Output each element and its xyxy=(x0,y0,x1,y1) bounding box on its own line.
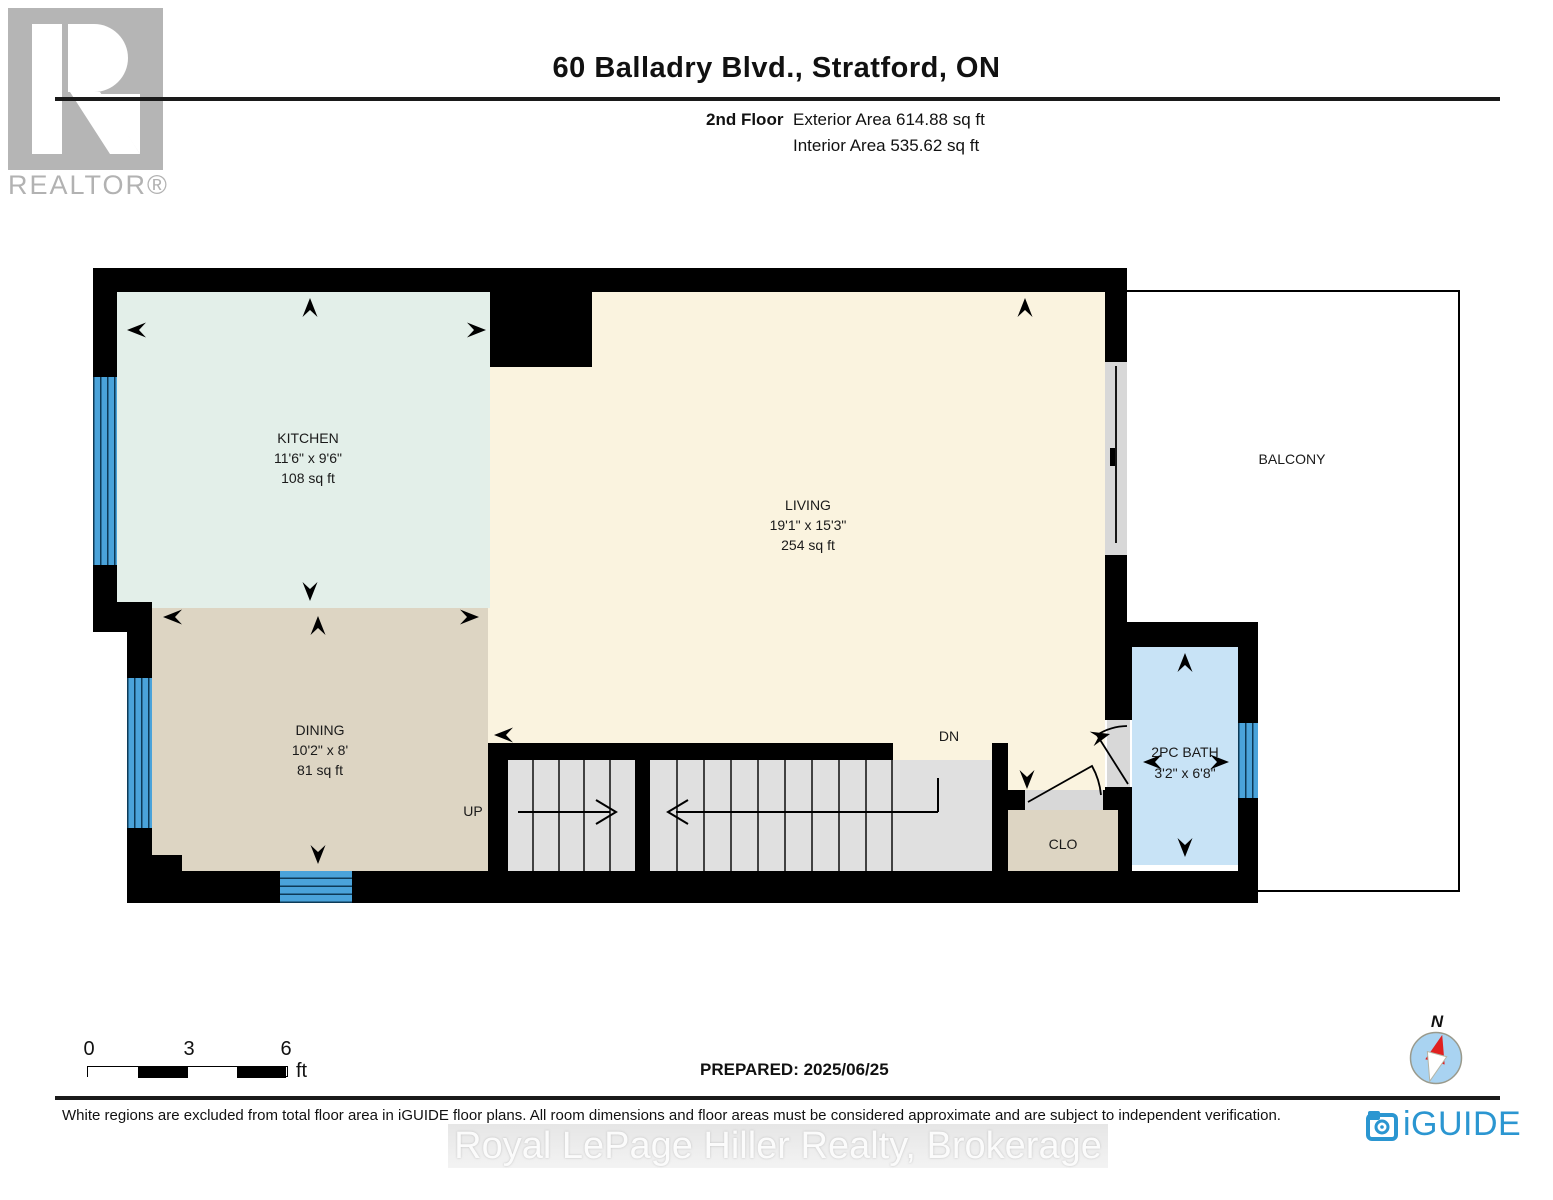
page-title: 60 Balladry Blvd., Stratford, ON xyxy=(552,52,1001,84)
closet-label: CLO xyxy=(1048,836,1078,852)
wall-kitchen-living-block xyxy=(490,268,592,367)
closet-area xyxy=(1008,797,1118,877)
stairs-down-label: DN xyxy=(938,728,960,744)
stair-run-right xyxy=(650,760,992,871)
bath-window xyxy=(1238,723,1258,798)
brokerage-watermark: Royal LePage Hiller Realty, Brokerage xyxy=(448,1124,1108,1168)
dining-dims: 10'2" x 8' xyxy=(291,742,349,758)
dining-area xyxy=(152,608,488,873)
dining-window-left xyxy=(127,678,152,828)
scale-tick-6: 6 xyxy=(280,1038,292,1060)
bath-dims: 3'2" x 6'8" xyxy=(1154,765,1216,781)
bath-door-opening xyxy=(1107,720,1130,787)
realtor-logo-text: REALTOR® xyxy=(8,170,169,200)
living-area-label: 254 sq ft xyxy=(781,537,835,553)
dining-area-label: 81 sq ft xyxy=(297,762,343,778)
interior-area-label: Interior Area 535.62 sq ft xyxy=(793,136,980,155)
wall-closet-bath xyxy=(1118,810,1132,877)
dining-label: DINING xyxy=(295,722,345,738)
wall-bath-left-lower xyxy=(1105,787,1132,810)
kitchen-dims: 11'6" x 9'6" xyxy=(274,450,342,466)
stairs-up-label: UP xyxy=(463,803,483,819)
wall-stair-left xyxy=(488,743,508,873)
exterior-area-label: Exterior Area 614.88 sq ft xyxy=(793,110,985,129)
wall-bath-right-lower xyxy=(1238,798,1258,890)
living-dims: 19'1" x 15'3" xyxy=(769,517,847,533)
compass-icon xyxy=(1409,1031,1463,1085)
footer-disclaimer: White regions are excluded from total fl… xyxy=(62,1107,1281,1124)
wall-stair-mid xyxy=(635,743,650,873)
wall-bath-left-upper xyxy=(1105,647,1132,720)
scale-unit-label: ft xyxy=(296,1060,308,1082)
kitchen-label: KITCHEN xyxy=(277,430,339,446)
compass-north-label: N xyxy=(1430,1012,1444,1031)
wall-living-right-upper xyxy=(1105,268,1127,362)
wall-dining-left-upper xyxy=(127,632,152,678)
realtor-logo-icon xyxy=(8,8,163,170)
bath-label: 2PC BATH xyxy=(1151,744,1219,760)
wall-bath-top xyxy=(1105,622,1258,647)
iguide-logo-text: iGUIDE xyxy=(1403,1105,1522,1143)
kitchen-window xyxy=(93,377,117,565)
wall-bath-right-upper xyxy=(1238,622,1258,723)
scale-tick-3: 3 xyxy=(183,1038,195,1060)
scale-bar xyxy=(87,1066,288,1078)
wall-stair-top xyxy=(488,743,893,760)
closet-door-opening xyxy=(1025,790,1103,810)
wall-left-jog xyxy=(93,602,152,632)
balcony-sliding-door xyxy=(1105,362,1127,555)
header-divider xyxy=(55,97,1500,101)
wall-stair-right xyxy=(992,743,1008,877)
wall-closet-stub-left xyxy=(1008,790,1025,810)
stair-run-left xyxy=(508,760,635,871)
living-label: LIVING xyxy=(785,497,831,513)
kitchen-area-label: 108 sq ft xyxy=(281,470,335,486)
wall-living-right-lower xyxy=(1105,555,1127,622)
wall-left-upper xyxy=(93,292,117,377)
iguide-logo-icon xyxy=(1366,1111,1398,1141)
kitchen-area xyxy=(117,292,490,608)
prepared-date-label: PREPARED: 2025/06/25 xyxy=(700,1060,889,1079)
dining-window-bottom xyxy=(280,871,352,903)
scale-tick-0: 0 xyxy=(83,1038,95,1060)
footer-divider xyxy=(55,1096,1500,1100)
balcony-label: BALCONY xyxy=(1258,451,1326,467)
floor-label: 2nd Floor xyxy=(706,110,784,129)
wall-top xyxy=(93,268,1127,292)
